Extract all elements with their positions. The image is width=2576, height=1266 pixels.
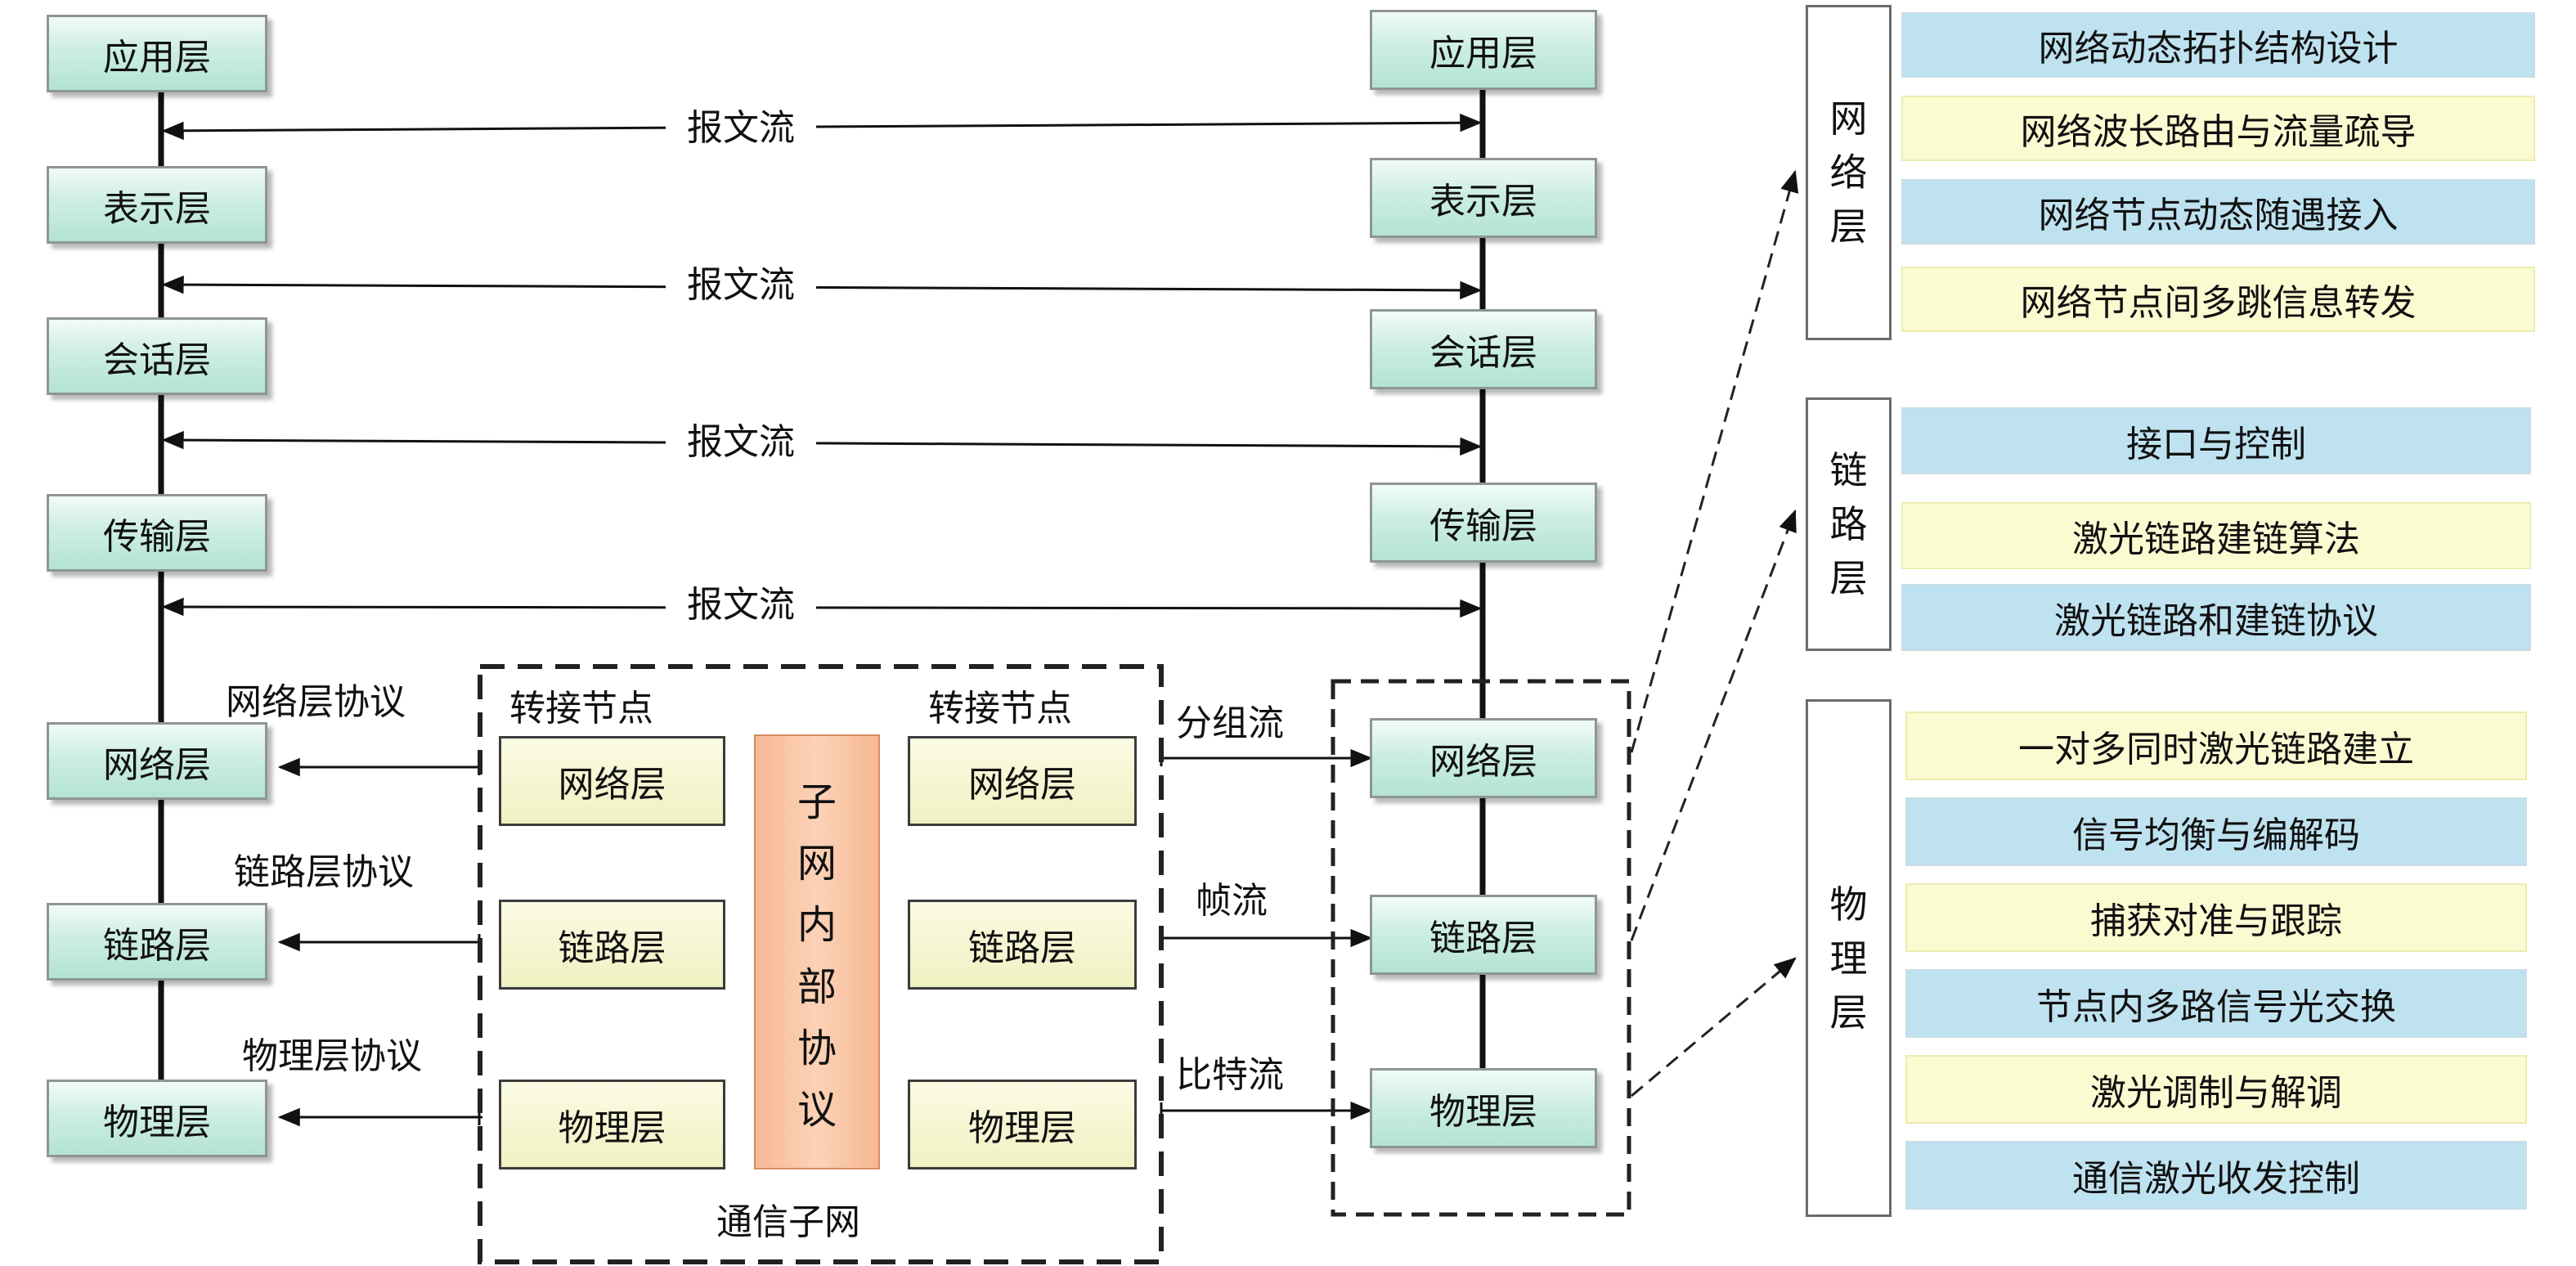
physical-item-2: 信号均衡与编解码 [1905, 797, 2527, 866]
left-node-physical-layer: 物理层 [499, 1080, 725, 1169]
title-char: 链 [1829, 448, 1868, 492]
title-char: 物 [1829, 882, 1868, 927]
left-application-layer: 应用层 [47, 15, 267, 92]
message-flow-label-3: 报文流 [666, 412, 816, 465]
network-item-3: 网络节点动态随遇接入 [1901, 179, 2535, 245]
network-item-4: 网络节点间多跳信息转发 [1901, 267, 2535, 332]
network-layer-title-box: 网 络 层 [1806, 5, 1892, 340]
physical-item-3: 捕获对准与跟踪 [1905, 883, 2527, 952]
packet-flow-label: 分组流 [1176, 703, 1284, 744]
bit-flow-label: 比特流 [1176, 1054, 1284, 1096]
message-flow-arrow-2 [161, 275, 1483, 300]
right-node-network-layer: 网络层 [908, 736, 1137, 826]
right-node-link-layer: 链路层 [908, 900, 1137, 990]
internal-protocol-char: 部 [797, 963, 837, 1010]
message-flow-arrow-4 [161, 597, 1483, 618]
message-flow-label-1: 报文流 [666, 98, 816, 150]
left-link-layer: 链路层 [47, 903, 267, 981]
message-flow-label-2: 报文流 [666, 255, 816, 308]
title-char: 络 [1829, 150, 1868, 195]
message-flow-label-4: 报文流 [666, 575, 816, 627]
title-char: 层 [1829, 556, 1868, 600]
relay-node-label-right: 转接节点 [928, 688, 1072, 730]
target-layers-dashed-frame [1331, 679, 1631, 1217]
internal-protocol-char: 议 [797, 1086, 837, 1133]
link-detail-arrow [1630, 509, 1797, 941]
link-item-2: 激光链路建链算法 [1901, 502, 2531, 569]
title-char: 理 [1829, 936, 1868, 981]
physical-item-1: 一对多同时激光链路建立 [1905, 712, 2527, 780]
physical-protocol-label: 物理层协议 [242, 1035, 422, 1077]
right-transport-layer: 传输层 [1370, 483, 1597, 563]
network-detail-arrow [1630, 169, 1799, 753]
title-char: 路 [1829, 502, 1868, 546]
left-node-network-layer: 网络层 [499, 736, 725, 826]
right-network-layer: 网络层 [1370, 718, 1597, 798]
physical-layer-title-box: 物 理 层 [1806, 699, 1892, 1217]
internal-protocol-char: 网 [797, 841, 837, 887]
internal-protocol-char: 子 [797, 779, 837, 826]
frame-flow-label: 帧流 [1196, 880, 1268, 922]
right-application-layer: 应用层 [1370, 10, 1597, 90]
relay-node-label-left: 转接节点 [509, 688, 653, 730]
right-link-layer: 链路层 [1370, 895, 1597, 975]
internal-protocol-char: 内 [797, 902, 837, 949]
link-item-1: 接口与控制 [1901, 407, 2531, 474]
physical-item-5: 激光调制与解调 [1905, 1055, 2527, 1124]
physical-item-4: 节点内多路信号光交换 [1905, 969, 2527, 1038]
right-session-layer: 会话层 [1370, 309, 1597, 389]
physical-item-6: 通信激光收发控制 [1905, 1141, 2527, 1210]
right-node-physical-layer: 物理层 [908, 1080, 1137, 1169]
network-protocol-label: 网络层协议 [226, 681, 406, 723]
physical-detail-arrow [1631, 957, 1797, 1098]
left-network-layer: 网络层 [47, 722, 267, 800]
internal-protocol-char: 协 [797, 1025, 837, 1071]
link-item-3: 激光链路和建链协议 [1901, 584, 2531, 651]
message-flow-arrow-3 [161, 430, 1483, 456]
left-presentation-layer: 表示层 [47, 166, 267, 244]
title-char: 层 [1829, 204, 1868, 249]
left-transport-layer: 传输层 [47, 494, 267, 572]
link-layer-title-box: 链 路 层 [1806, 397, 1892, 651]
message-flow-arrow-1 [161, 113, 1483, 141]
right-physical-layer: 物理层 [1370, 1068, 1597, 1148]
subnet-dashed-frame [478, 664, 1164, 1264]
subnet-caption: 通信子网 [716, 1201, 860, 1243]
network-item-2: 网络波长路由与流量疏导 [1901, 96, 2535, 161]
left-node-link-layer: 链路层 [499, 900, 725, 990]
link-protocol-label: 链路层协议 [234, 851, 414, 893]
left-session-layer: 会话层 [47, 317, 267, 395]
right-presentation-layer: 表示层 [1370, 158, 1597, 238]
subnet-internal-protocol: 子 网 内 部 协 议 [754, 734, 880, 1169]
left-physical-layer: 物理层 [47, 1080, 267, 1157]
title-char: 网 [1829, 97, 1868, 141]
network-item-1: 网络动态拓扑结构设计 [1901, 12, 2535, 78]
title-char: 层 [1829, 990, 1868, 1035]
